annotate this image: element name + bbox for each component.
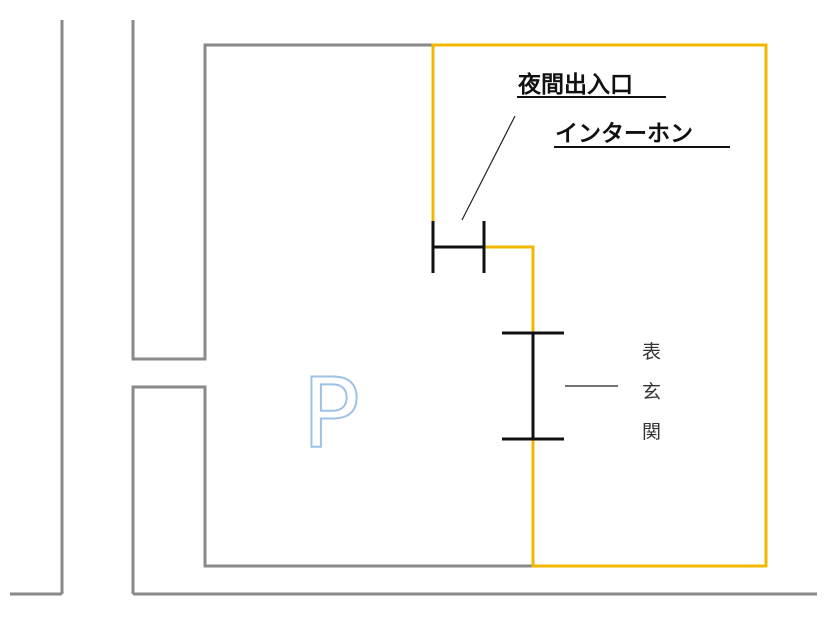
night-entrance-leader — [461, 115, 516, 221]
building-wall — [431, 43, 768, 568]
lot-upper-boundary — [131, 20, 433, 361]
main-entrance-char-2: 玄 — [642, 381, 661, 403]
building-outline — [431, 43, 768, 568]
parking-icon: P — [302, 358, 360, 470]
main-entrance-door — [502, 331, 564, 441]
intercom-label: インターホン — [555, 121, 693, 147]
road-lines — [10, 20, 817, 596]
lot-lower-boundary — [131, 385, 533, 594]
night-entrance-label: 夜間出入口 — [517, 71, 633, 98]
main-entrance-char-1: 表 — [642, 341, 661, 363]
main-entrance-char-3: 関 — [642, 421, 661, 443]
night-entrance-door — [431, 221, 486, 273]
building-wall-inner — [484, 245, 535, 333]
